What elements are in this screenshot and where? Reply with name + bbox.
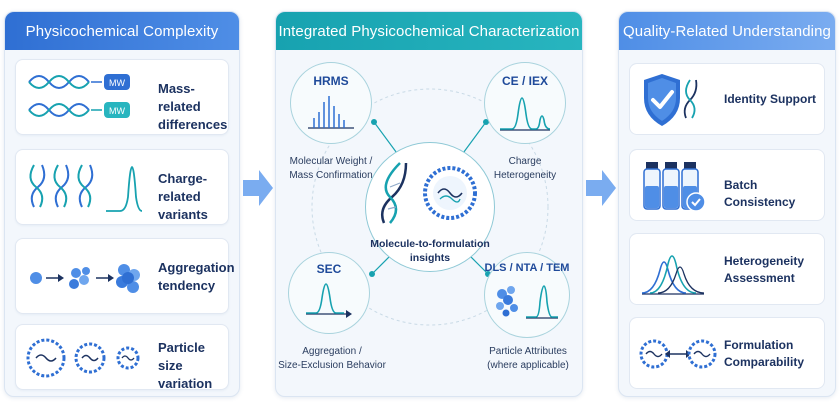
chromatogram-icon [306,283,352,318]
ce-iex-label: CE / IEX [501,74,548,88]
quality-understanding-panel: Quality-Related Understanding Identity S… [618,11,836,397]
aggregation-spheres-icon [30,264,140,293]
hrms-label: HRMS [313,74,349,88]
dna-mw-icon: MW MW [28,74,130,118]
dls-nta-tem-description: Particle Attributes(where applicable) [487,346,569,371]
dls-nta-tem-label: DLS / NTA / TEM [484,262,570,274]
sec-description: Aggregation /Size-Exclusion Behavior [278,346,386,371]
panel-title: Integrated Physicochemical Characterizat… [276,12,582,50]
mass-spectrum-icon [308,96,354,129]
physicochemical-complexity-panel: Physicochemical Complexity MW MW Mass-re… [4,11,240,397]
electropherogram-icon [500,97,551,131]
panel-title: Physicochemical Complexity [5,12,239,50]
mw-tag: MW [109,78,125,88]
lipid-nanoparticle-icon [26,338,140,378]
item-label: Identity Support [724,92,816,106]
charge-dna-peak-icon [29,164,143,212]
panel-title: Quality-Related Understanding [619,12,835,50]
vials-check-icon [643,162,706,212]
mw-tag: MW [109,106,125,116]
overlay-peaks-icon [641,255,705,295]
particle-distribution-icon [496,285,558,319]
integrated-characterization-panel: Integrated Physicochemical Characterizat… [275,11,583,397]
dna-nanoparticle-icon [381,162,477,224]
hrms-description: Molecular Weight /Mass Confirmation [289,156,373,181]
flow-arrow-icon [586,170,616,206]
item-label: Batch Consistency [724,178,796,209]
sec-label: SEC [316,262,342,276]
batch-consistency-item: Batch Consistency [629,149,825,221]
flow-arrow-icon [243,170,273,206]
shield-check-icon [644,74,698,126]
identity-support-item: Identity Support [629,63,825,135]
hrms-node [290,62,372,144]
compare-nanoparticles-icon [639,339,717,369]
